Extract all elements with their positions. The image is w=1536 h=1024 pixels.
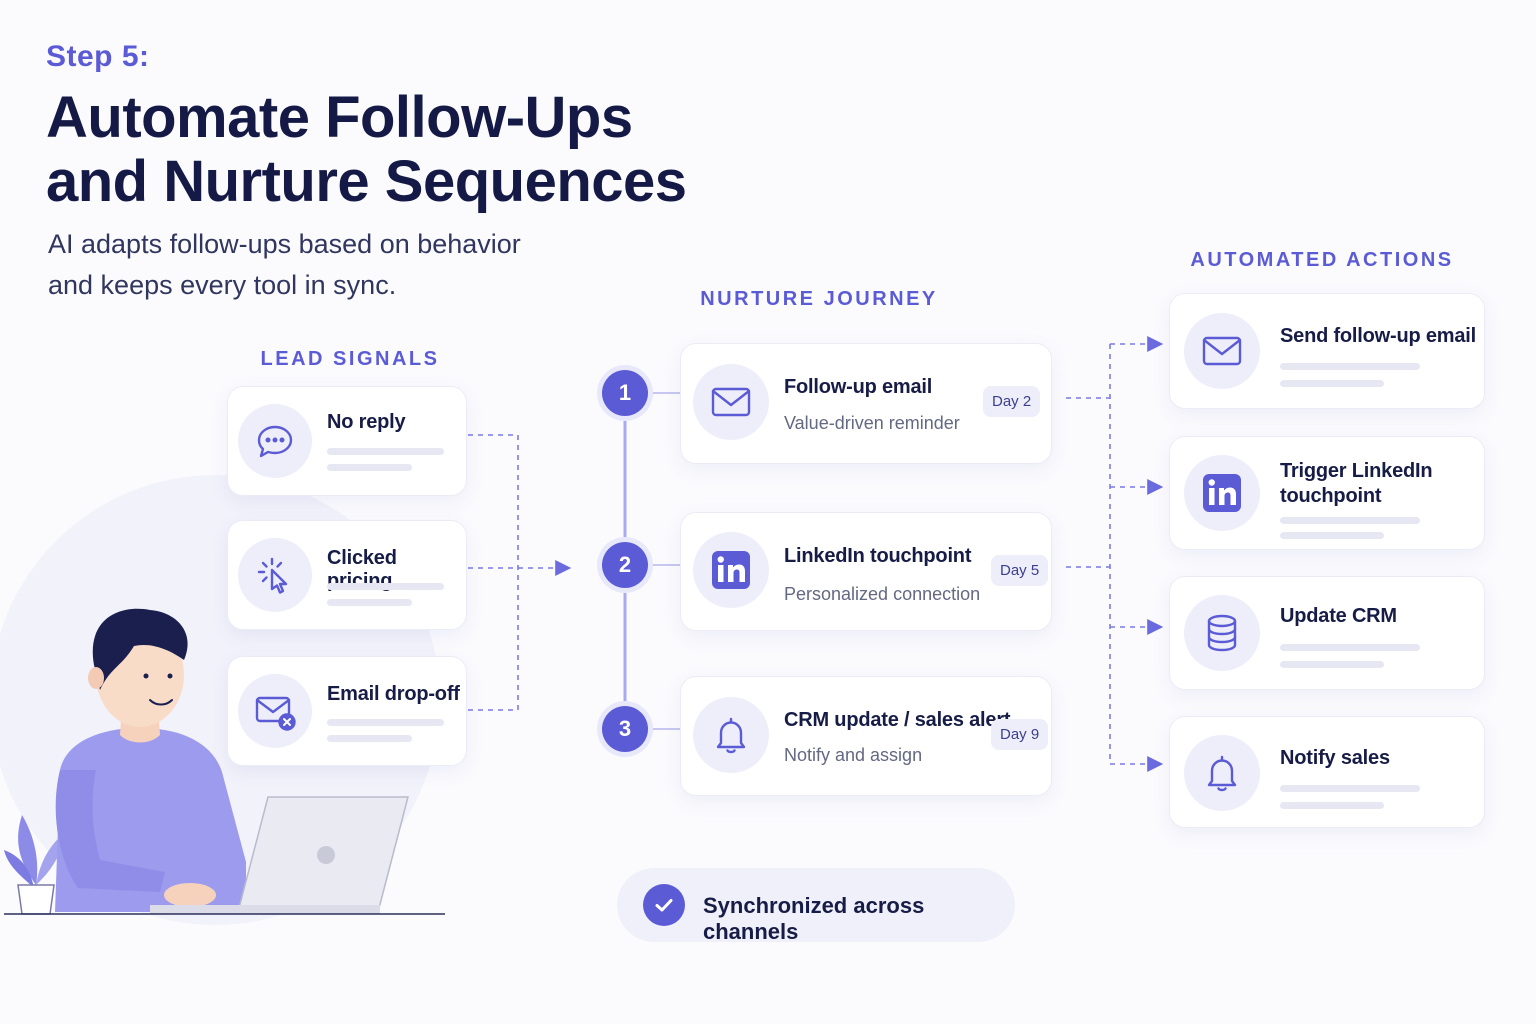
placeholder-bar (327, 735, 412, 742)
journey-step-subtitle: Notify and assign (784, 745, 923, 765)
signal-card-clicked-pricing[interactable]: Clicked pricing (227, 520, 467, 630)
journey-step-subtitle: Personalized connection (784, 584, 981, 604)
checkmark-icon (643, 884, 685, 926)
subtitle-line-2: and keeps every tool in sync. (48, 270, 397, 300)
action-label: Send follow-up email (1280, 325, 1477, 347)
journey-step-subtitle: Value-driven reminder (784, 413, 960, 433)
signal-card-email-drop-off[interactable]: Email drop-off (227, 656, 467, 766)
day-badge: Day 9 (991, 719, 1049, 750)
action-label: Update CRM (1280, 605, 1397, 627)
signal-label: No reply (327, 411, 406, 433)
database-icon (1184, 595, 1260, 671)
placeholder-bar (1280, 363, 1420, 370)
title-line-1: Automate Follow-Ups (46, 85, 633, 150)
action-card-notify-sales[interactable]: Notify sales (1169, 716, 1485, 828)
placeholder-bar (1280, 785, 1420, 792)
linkedin-icon (693, 532, 769, 608)
nurture-journey-heading: NURTURE JOURNEY (700, 288, 938, 310)
step-number-2: 2 (602, 542, 648, 588)
placeholder-bar (1280, 517, 1420, 524)
action-card-trigger-linkedin[interactable]: Trigger LinkedIn touchpoint (1169, 436, 1485, 550)
placeholder-bar (327, 583, 444, 590)
placeholder-bar (1280, 380, 1384, 387)
lead-signals-heading: LEAD SIGNALS (260, 348, 440, 370)
step-number-3: 3 (602, 706, 648, 752)
placeholder-bar (327, 719, 444, 726)
cursor-click-icon (238, 538, 312, 612)
journey-step-title: LinkedIn touchpoint (784, 545, 972, 567)
mail-icon (693, 364, 769, 440)
sync-label: Synchronized across channels (703, 893, 925, 944)
linkedin-icon (1184, 455, 1260, 531)
signal-label: Email drop-off (327, 683, 460, 705)
signal-card-no-reply[interactable]: No reply (227, 386, 467, 496)
placeholder-bar (327, 448, 444, 455)
journey-step-title: Follow-up email (784, 376, 933, 398)
page-subtitle: AI adapts follow-ups based on behavior a… (48, 224, 608, 306)
sync-status-pill: Synchronized across channels (617, 868, 1015, 944)
step-label: Step 5: (46, 40, 150, 73)
journey-card-linkedin-touchpoint[interactable]: LinkedIn touchpoint Personalized connect… (680, 512, 1052, 631)
journey-card-crm-update[interactable]: CRM update / sales alert Notify and assi… (680, 676, 1052, 796)
journey-step-title: CRM update / sales alert (784, 709, 1011, 731)
bell-icon (693, 697, 769, 773)
action-card-send-follow-up-email[interactable]: Send follow-up email (1169, 293, 1485, 409)
bell-icon (1184, 735, 1260, 811)
journey-card-follow-up-email[interactable]: Follow-up email Value-driven reminder Da… (680, 343, 1052, 464)
action-card-update-crm[interactable]: Update CRM (1169, 576, 1485, 690)
automated-actions-heading: AUTOMATED ACTIONS (1190, 249, 1454, 271)
chat-bubble-icon (238, 404, 312, 478)
placeholder-bar (327, 464, 412, 471)
person-illustration (4, 608, 445, 915)
placeholder-bar (1280, 644, 1420, 651)
day-badge: Day 2 (983, 386, 1041, 417)
mail-icon (1184, 313, 1260, 389)
action-label: Trigger LinkedIn touchpoint (1280, 459, 1433, 509)
action-label-line-2: touchpoint (1280, 485, 1382, 507)
action-label-line-1: Trigger LinkedIn (1280, 460, 1433, 482)
placeholder-bar (1280, 661, 1384, 668)
page-title: Automate Follow-Ups and Nurture Sequence… (46, 86, 687, 214)
subtitle-line-1: AI adapts follow-ups based on behavior (48, 229, 521, 259)
day-badge: Day 5 (991, 555, 1049, 586)
placeholder-bar (1280, 532, 1384, 539)
action-label: Notify sales (1280, 747, 1390, 769)
placeholder-bar (327, 599, 412, 606)
placeholder-bar (1280, 802, 1384, 809)
step-number-1: 1 (602, 370, 648, 416)
email-x-icon (238, 674, 312, 748)
title-line-2: and Nurture Sequences (46, 149, 687, 214)
